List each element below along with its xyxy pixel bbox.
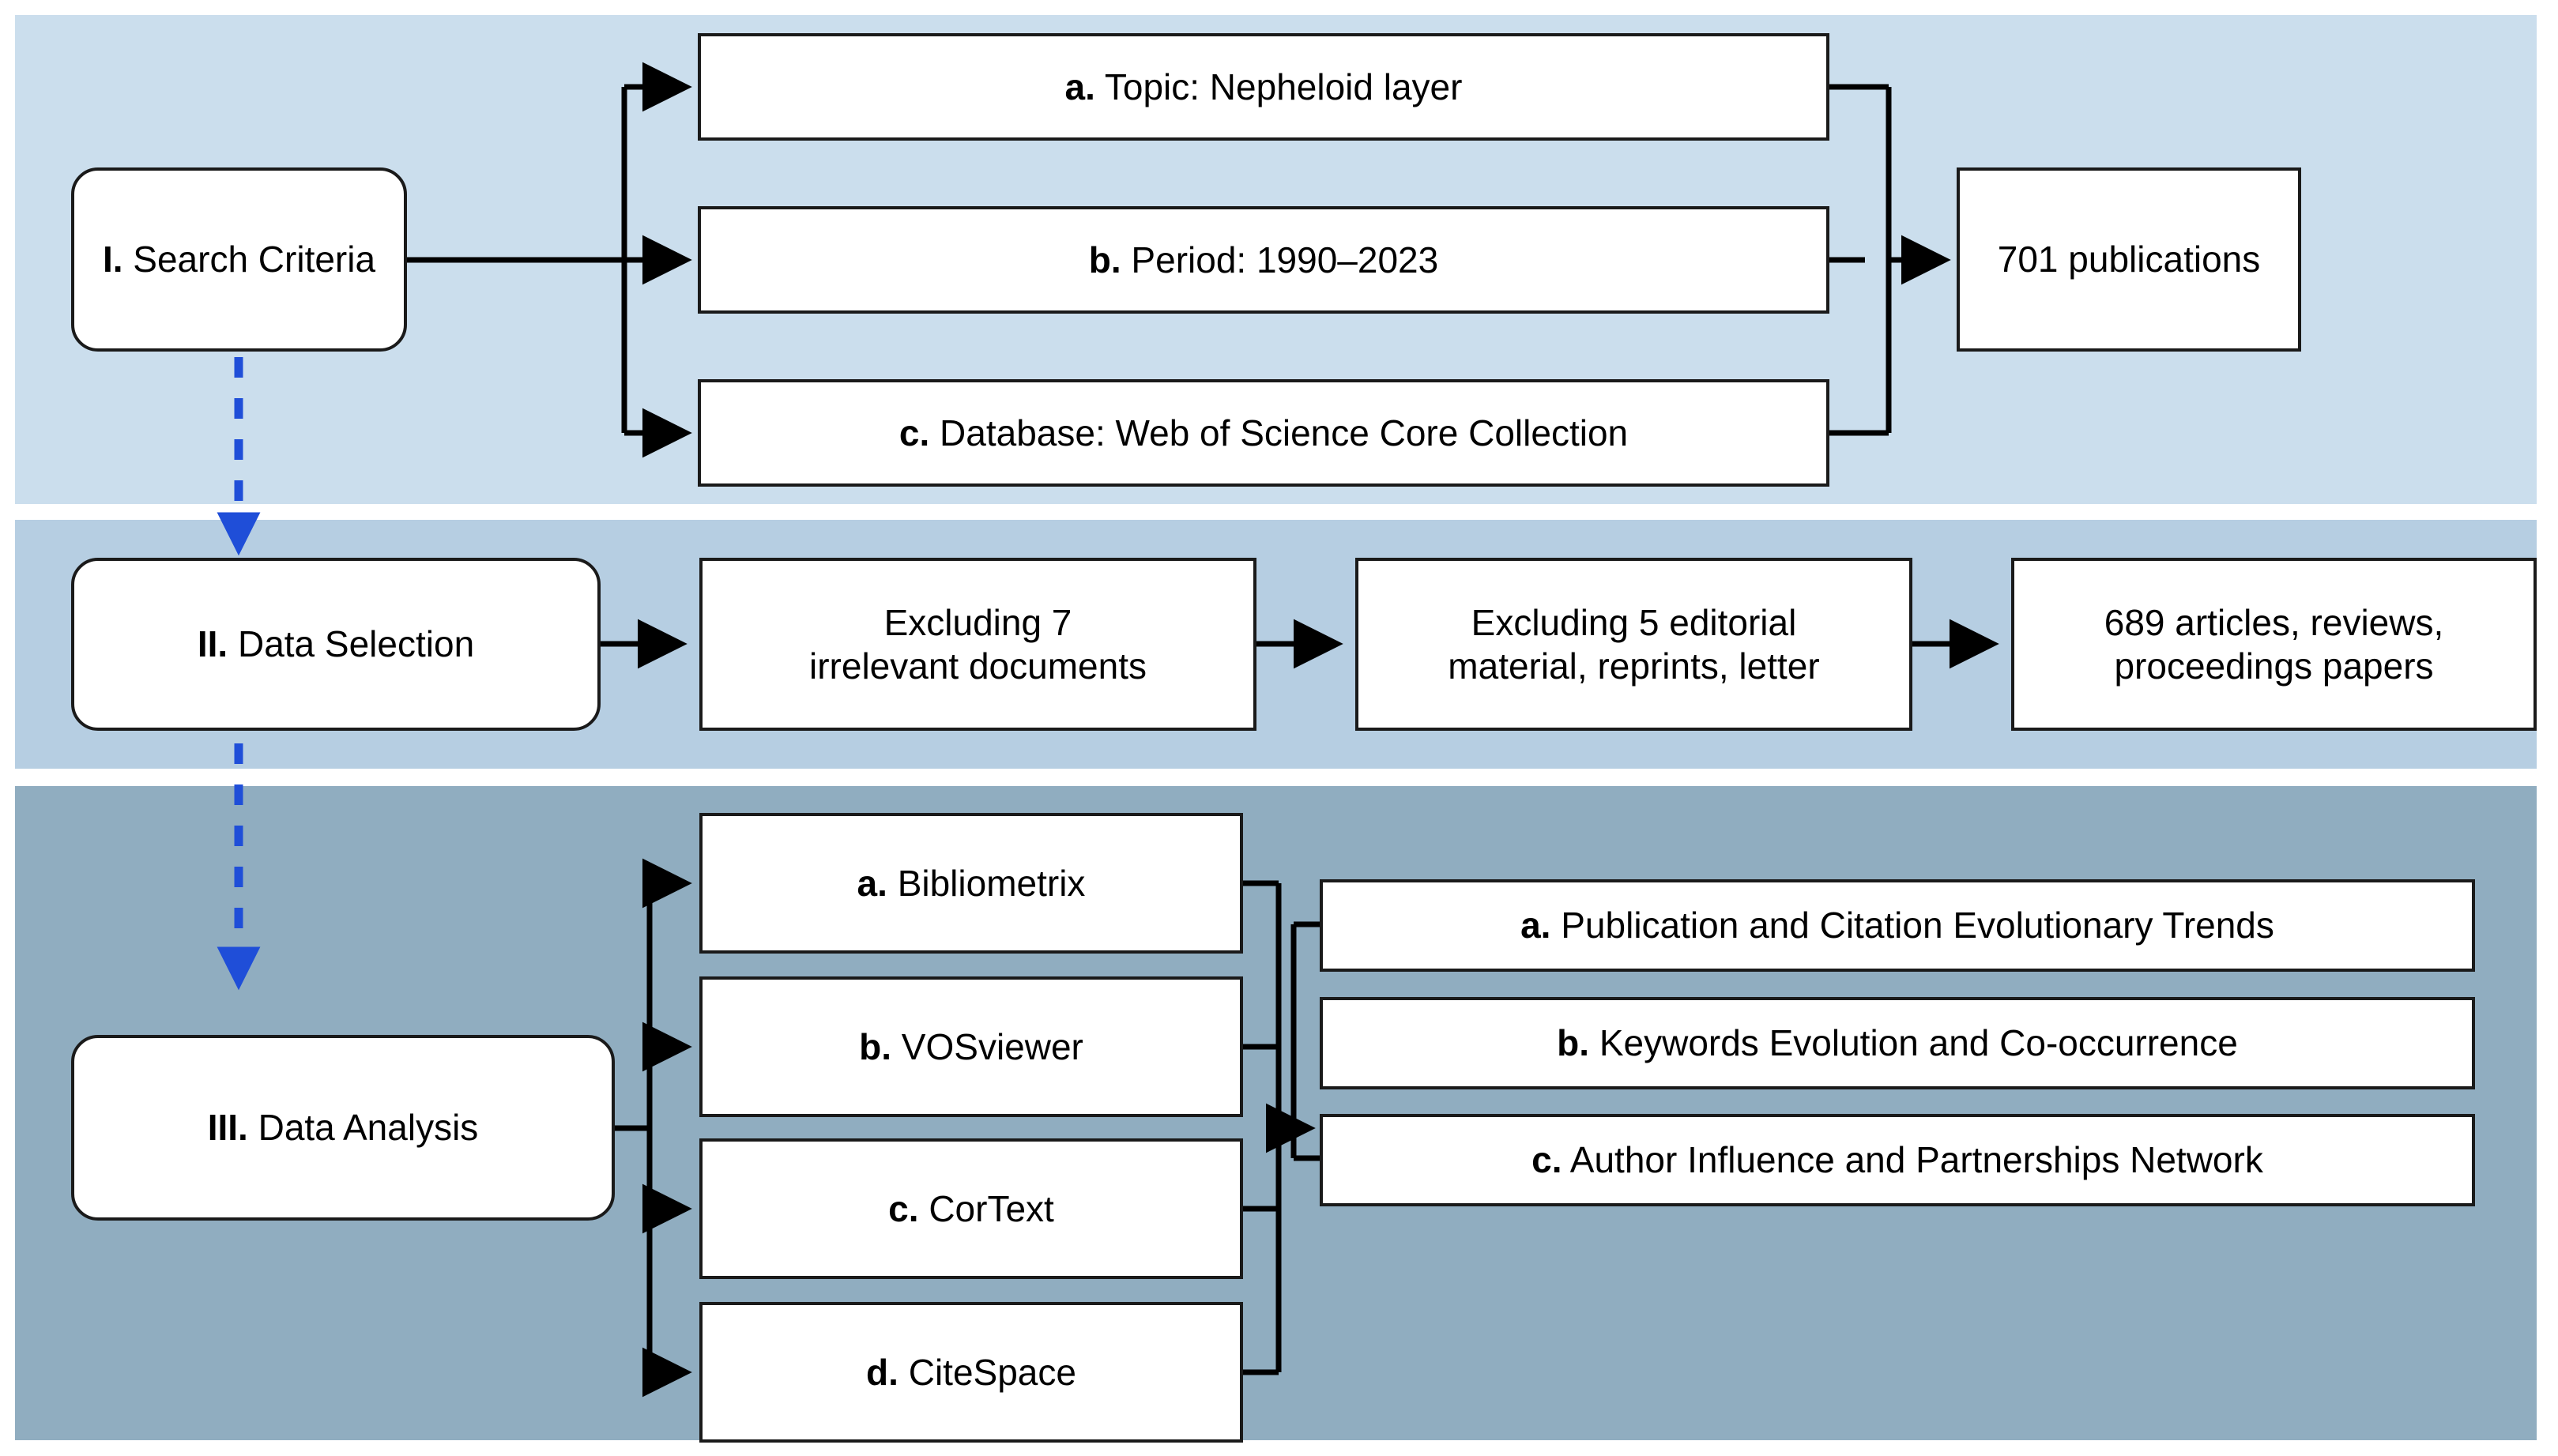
output-keywords-evolution-label: b. Keywords Evolution and Co-occurrence (1557, 1022, 2238, 1064)
output-box-author-network[interactable]: c. Author Influence and Partnerships Net… (1320, 1114, 2475, 1206)
selection-result[interactable]: 689 articles, reviews, proceedings paper… (2011, 558, 2537, 731)
output-author-network-label: c. Author Influence and Partnerships Net… (1531, 1139, 2263, 1181)
output-box-keywords-evolution[interactable]: b. Keywords Evolution and Co-occurrence (1320, 997, 2475, 1089)
stage-2-label: II. Data Selection (197, 623, 475, 665)
tool-vosviewer-label: b. VOSviewer (859, 1025, 1083, 1067)
criteria-box-topic[interactable]: a. Topic: Nepheloid layer (698, 33, 1829, 141)
tool-cortext-label: c. CorText (888, 1187, 1054, 1229)
output-publication-trends-label: a. Publication and Citation Evolutionary… (1520, 905, 2274, 946)
selection-step-2-label: Excluding 5 editorial material, reprints… (1448, 602, 1820, 687)
criteria-database-label: c. Database: Web of Science Core Collect… (899, 412, 1629, 453)
criteria-box-database[interactable]: c. Database: Web of Science Core Collect… (698, 379, 1829, 487)
stage-1-label-box[interactable]: I. Search Criteria (71, 167, 407, 352)
tool-citespace-label: d. CiteSpace (866, 1351, 1076, 1393)
selection-step-1[interactable]: Excluding 7 irrelevant documents (699, 558, 1256, 731)
output-box-publication-trends[interactable]: a. Publication and Citation Evolutionary… (1320, 879, 2475, 972)
criteria-box-period[interactable]: b. Period: 1990–2023 (698, 206, 1829, 314)
criteria-topic-label: a. Topic: Nepheloid layer (1064, 66, 1463, 107)
tool-box-vosviewer[interactable]: b. VOSviewer (699, 976, 1243, 1117)
selection-step-2[interactable]: Excluding 5 editorial material, reprints… (1355, 558, 1912, 731)
stage-3-label: III. Data Analysis (207, 1107, 479, 1149)
stage-3-label-box[interactable]: III. Data Analysis (71, 1035, 615, 1221)
tool-box-cortext[interactable]: c. CorText (699, 1138, 1243, 1279)
stage-2-label-box[interactable]: II. Data Selection (71, 558, 601, 731)
selection-result-label: 689 articles, reviews, proceedings paper… (2104, 602, 2444, 687)
tool-box-bibliometrix[interactable]: a. Bibliometrix (699, 813, 1243, 954)
tool-bibliometrix-label: a. Bibliometrix (857, 862, 1086, 904)
criteria-period-label: b. Period: 1990–2023 (1088, 239, 1439, 280)
selection-step-1-label: Excluding 7 irrelevant documents (809, 602, 1147, 687)
tool-box-citespace[interactable]: d. CiteSpace (699, 1302, 1243, 1443)
publications-count-box[interactable]: 701 publications (1957, 167, 2301, 352)
stage-1-label: I. Search Criteria (102, 239, 376, 280)
publications-count-label: 701 publications (1997, 239, 2261, 280)
